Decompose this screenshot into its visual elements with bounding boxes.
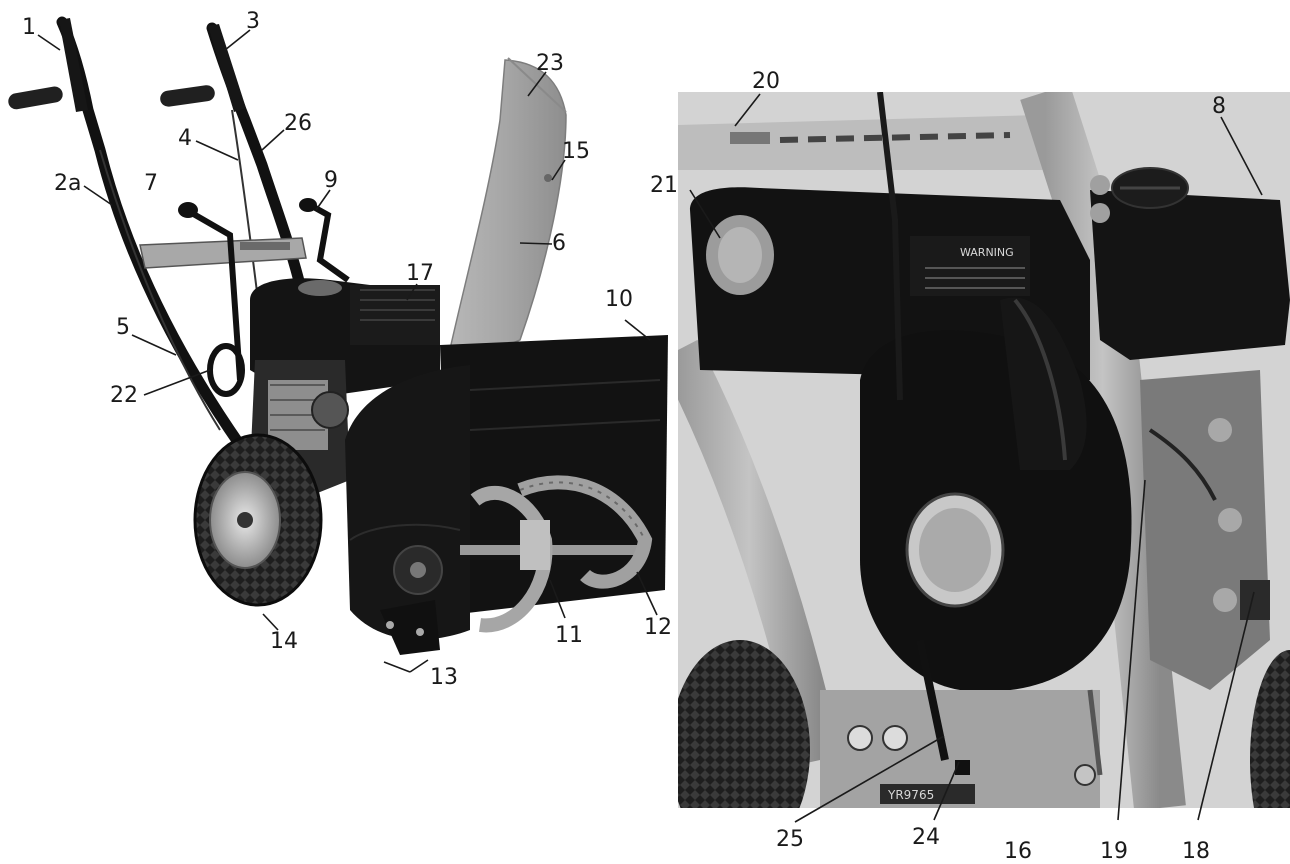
wheel [678, 640, 810, 808]
control-cable [877, 92, 903, 401]
handlebar-left [8, 16, 246, 451]
control-cable [99, 149, 221, 431]
engine-block [1140, 370, 1270, 690]
fuel-tank [1090, 167, 1290, 360]
callout-20: 20 [752, 69, 780, 94]
model-plate: YR9765 [887, 788, 934, 802]
callout-8: 8 [1212, 94, 1226, 119]
callout-5: 5 [116, 315, 130, 340]
right-panel-engine-closeup: WARNING [678, 92, 1290, 808]
callout-26: 26 [284, 111, 312, 136]
dash-panel-closeup [678, 115, 1050, 170]
chute-crank [299, 198, 350, 283]
callout-11: 11 [555, 623, 583, 648]
callout-16: 16 [1004, 839, 1032, 864]
dash-panel [139, 237, 307, 269]
callout-17: 17 [406, 261, 434, 286]
warning-label: WARNING [960, 246, 1014, 259]
callout-25: 25 [776, 827, 804, 852]
callout-1: 1 [22, 15, 36, 40]
wheel [193, 433, 323, 607]
callout-19: 19 [1100, 839, 1128, 864]
callout-labels: 1 3 23 26 4 15 2a 9 7 6 17 10 5 22 12 11… [22, 9, 1226, 864]
callout-18: 18 [1182, 839, 1210, 864]
callout-13: 13 [430, 665, 458, 690]
base-plate: YR9765 [820, 639, 1103, 808]
engine [250, 278, 440, 500]
wheel [1250, 650, 1290, 808]
callout-4: 4 [178, 126, 192, 151]
frame-tube [678, 339, 842, 765]
engine-shroud: WARNING [690, 187, 1090, 380]
left-panel-snow-thrower [8, 16, 668, 655]
auger [460, 475, 653, 633]
callout-leaders [37, 29, 1263, 823]
discharge-chute [443, 57, 567, 374]
callout-3: 3 [246, 9, 260, 34]
callout-15: 15 [562, 139, 590, 164]
callout-7: 7 [144, 171, 158, 196]
callout-23: 23 [536, 51, 564, 76]
callout-21: 21 [650, 173, 678, 198]
control-cable [231, 109, 259, 301]
callout-10: 10 [605, 287, 633, 312]
callout-14: 14 [270, 629, 298, 654]
callout-6: 6 [552, 231, 566, 256]
callout-24: 24 [912, 825, 940, 850]
speed-control-lever [178, 202, 243, 381]
callout-22: 22 [110, 383, 138, 408]
callout-9: 9 [324, 168, 338, 193]
callout-2a: 2a [54, 171, 81, 196]
callout-12: 12 [644, 615, 672, 640]
starter-housing [860, 297, 1132, 692]
